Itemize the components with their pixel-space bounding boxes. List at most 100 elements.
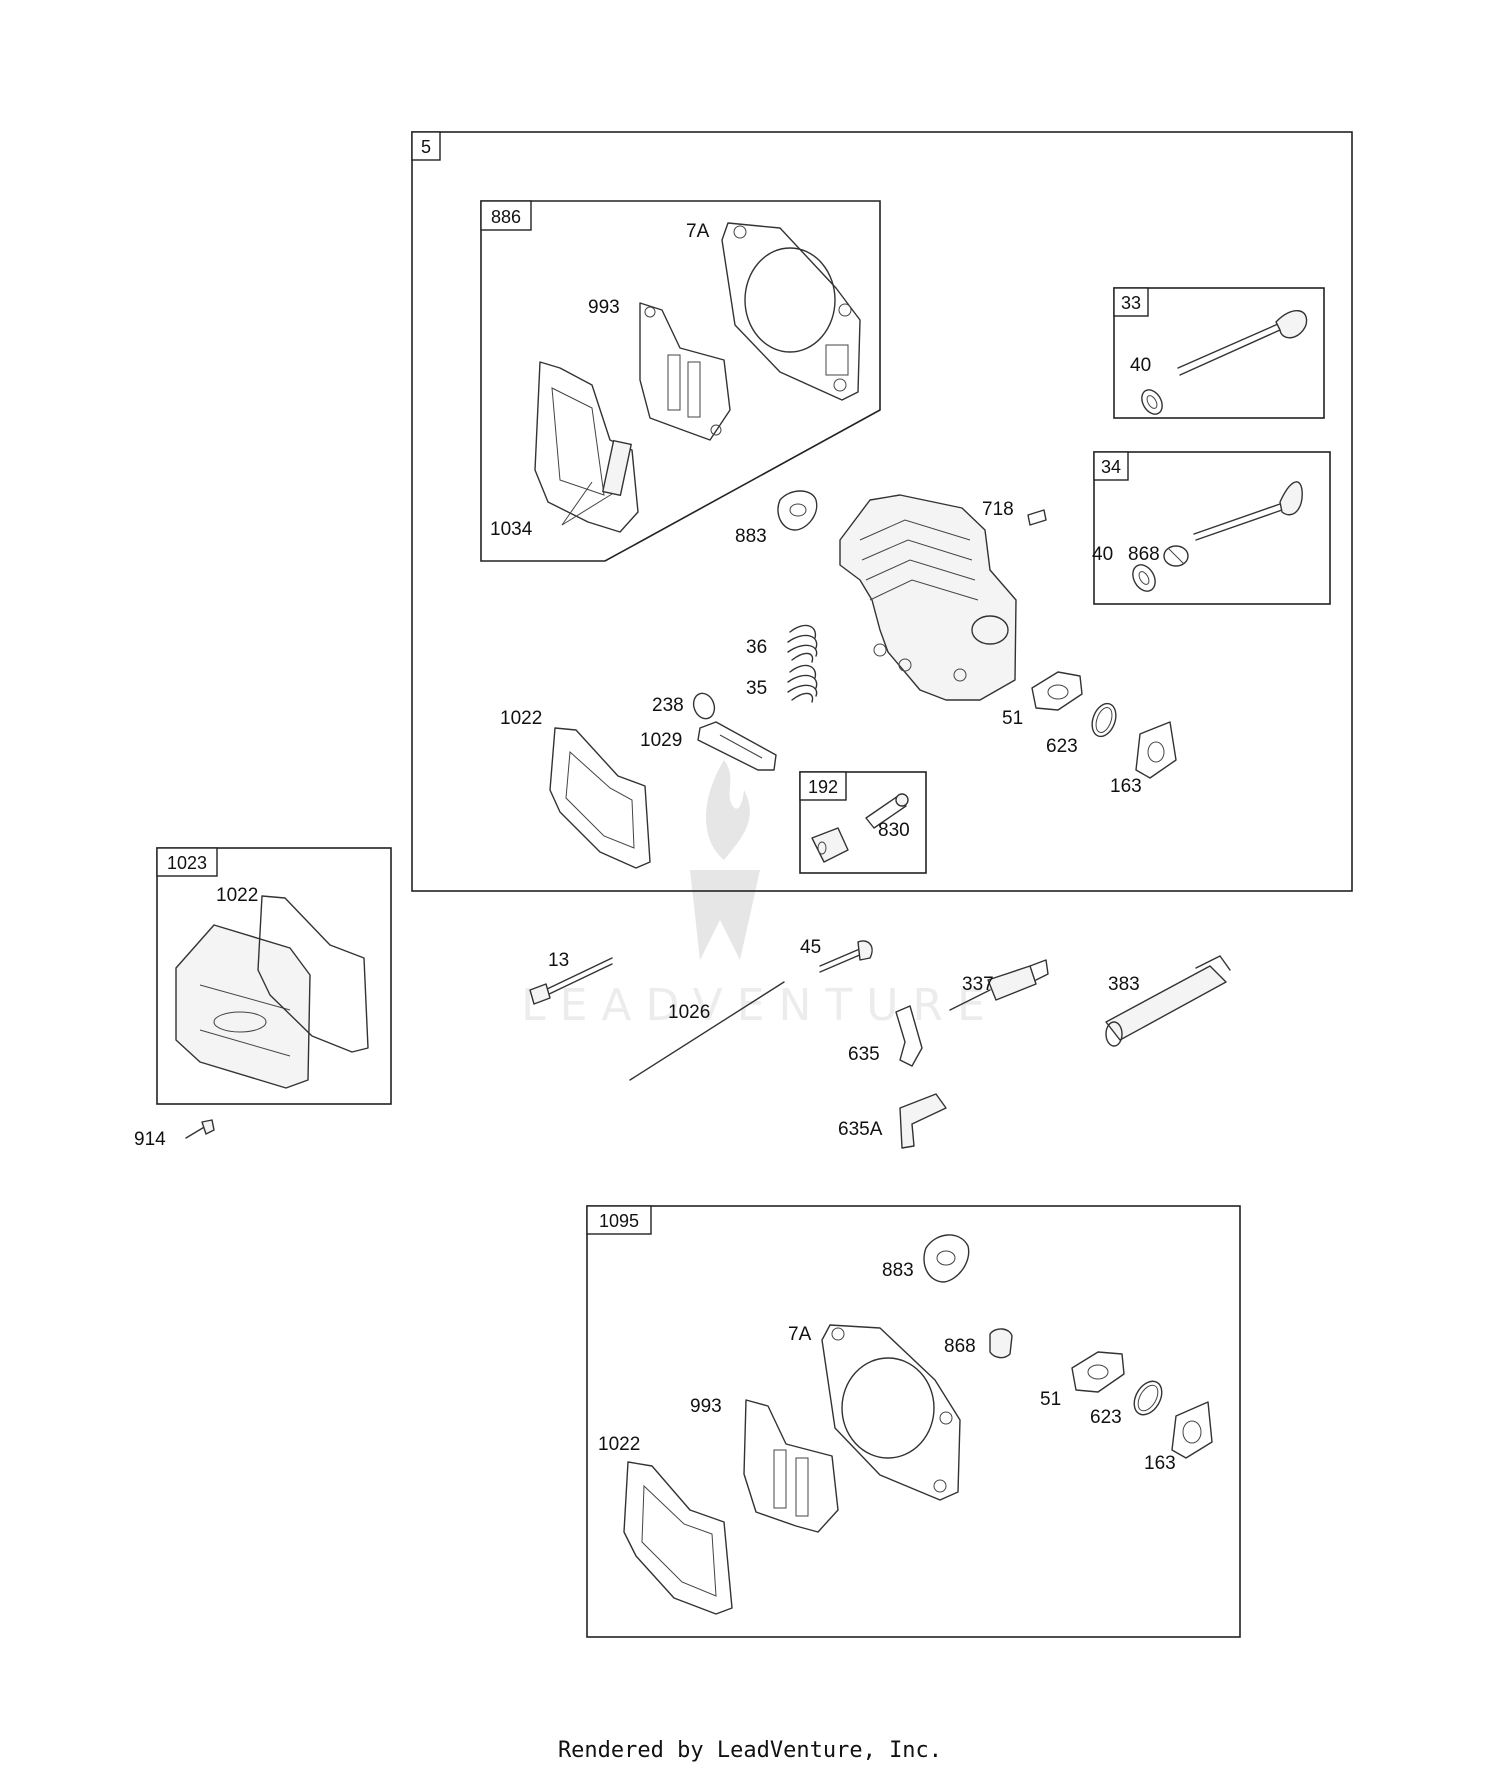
- label-7a-kit[interactable]: 7A: [788, 1324, 812, 1345]
- label-993[interactable]: 993: [588, 297, 620, 318]
- label-635[interactable]: 635: [848, 1044, 880, 1065]
- label-163-kit[interactable]: 163: [1144, 1453, 1176, 1474]
- label-35[interactable]: 35: [746, 678, 767, 699]
- label-883-kit[interactable]: 883: [882, 1260, 914, 1281]
- label-993-kit[interactable]: 993: [690, 1396, 722, 1417]
- rocker-arm-1029[interactable]: [697, 721, 777, 771]
- breather-valve-830[interactable]: [865, 793, 909, 829]
- label-1026[interactable]: 1026: [668, 1002, 710, 1023]
- intake-gasket-993[interactable]: [639, 302, 731, 441]
- label-238[interactable]: 238: [652, 695, 684, 716]
- label-1034[interactable]: 1034: [490, 519, 533, 540]
- exhaust-gasket-883-kit[interactable]: [923, 1234, 970, 1283]
- valve-seal-868-kit[interactable]: [989, 1328, 1013, 1359]
- exhaust-ring-623-kit[interactable]: [1129, 1376, 1168, 1419]
- assembly-5-number[interactable]: 5: [421, 137, 431, 157]
- label-623-kit[interactable]: 623: [1090, 1407, 1122, 1428]
- exhaust-flange-gasket-163-upper[interactable]: [1135, 721, 1177, 779]
- assembly-33-number[interactable]: 33: [1121, 293, 1141, 313]
- assembly-192-frame: [799, 771, 927, 874]
- exhaust-gasket-51-kit[interactable]: [1071, 1351, 1125, 1393]
- label-7a[interactable]: 7A: [686, 221, 710, 242]
- label-45[interactable]: 45: [800, 937, 821, 958]
- head-bolt-13[interactable]: [529, 957, 613, 1005]
- exhaust-ring-623-upper[interactable]: [1088, 700, 1120, 739]
- spark-plug-337[interactable]: [949, 959, 1049, 1011]
- assembly-192-tag: [799, 771, 847, 801]
- cylinder-head-gasket-7a[interactable]: [721, 222, 861, 401]
- label-40-lower[interactable]: 40: [1092, 544, 1113, 565]
- label-718[interactable]: 718: [982, 499, 1014, 520]
- rocker-stud-45[interactable]: [819, 940, 873, 973]
- cylinder-head[interactable]: [839, 494, 1017, 701]
- assembly-1023-frame: [156, 847, 392, 1105]
- valve-keeper-40-upper[interactable]: [1138, 386, 1167, 418]
- pushrod-guide-718[interactable]: [1027, 509, 1047, 526]
- exhaust-gasket-51-upper[interactable]: [1031, 671, 1083, 711]
- label-623-upper[interactable]: 623: [1046, 736, 1078, 757]
- label-383[interactable]: 383: [1108, 974, 1140, 995]
- label-337[interactable]: 337: [962, 974, 994, 995]
- retainer-238[interactable]: [690, 690, 718, 721]
- assembly-34-tag: [1093, 451, 1129, 481]
- assembly-192-number[interactable]: 192: [808, 777, 838, 797]
- valve-keeper-40-lower[interactable]: [1128, 561, 1159, 595]
- intake-gasket-993-kit[interactable]: [743, 1399, 839, 1533]
- assembly-33-frame: [1113, 287, 1325, 419]
- label-13[interactable]: 13: [548, 950, 569, 971]
- watermark-flame-icon: [706, 760, 750, 860]
- assembly-1023-number[interactable]: 1023: [167, 853, 207, 873]
- watermark-text: LEADVENTURE: [521, 980, 999, 1031]
- assembly-34-number[interactable]: 34: [1101, 457, 1121, 477]
- assembly-34-box: 34: [1093, 451, 1331, 605]
- label-1022-kit[interactable]: 1022: [216, 885, 258, 906]
- assembly-192-box: 192: [799, 771, 927, 874]
- label-51-kit[interactable]: 51: [1040, 1389, 1061, 1410]
- label-635a[interactable]: 635A: [838, 1119, 883, 1140]
- assembly-1023-tag: [156, 847, 218, 877]
- exhaust-flange-gasket-163-kit[interactable]: [1171, 1401, 1213, 1459]
- assembly-33-box: 33: [1113, 287, 1325, 419]
- breather-sleeve-192[interactable]: [811, 827, 849, 863]
- assembly-33-tag: [1113, 287, 1149, 317]
- exhaust-gasket-883-upper[interactable]: [777, 490, 818, 531]
- spark-plug-wrench-383[interactable]: [1105, 955, 1231, 1047]
- valve-seal-868-upper[interactable]: [1163, 545, 1189, 567]
- valve-cover-screw-914[interactable]: [185, 1119, 215, 1139]
- assembly-5-frame: [411, 131, 1353, 892]
- label-830[interactable]: 830: [878, 820, 910, 841]
- assembly-886-number[interactable]: 886: [491, 207, 521, 227]
- assembly-886-tag: [480, 200, 532, 231]
- label-883-upper[interactable]: 883: [735, 526, 767, 547]
- assembly-1095-tag: [586, 1205, 652, 1235]
- label-868-upper[interactable]: 868: [1128, 544, 1160, 565]
- valve-cover-gasket-1022-upper[interactable]: [549, 727, 651, 869]
- valve-spring-35[interactable]: [787, 664, 818, 703]
- valve-cover-1023[interactable]: [175, 924, 311, 1089]
- valve-cover-gasket-1022-kit-b[interactable]: [623, 1461, 733, 1615]
- label-36[interactable]: 36: [746, 637, 767, 658]
- assembly-1095-box: 1095: [586, 1205, 1241, 1638]
- label-914[interactable]: 914: [134, 1129, 166, 1150]
- label-1029[interactable]: 1029: [640, 730, 682, 751]
- cylinder-head-gasket-7a-kit[interactable]: [821, 1324, 961, 1501]
- spark-plug-boot-635a[interactable]: [899, 1093, 947, 1149]
- assembly-34-frame: [1093, 451, 1331, 605]
- render-credit: Rendered by LeadVenture, Inc.: [557, 1738, 943, 1763]
- valve-spring-36[interactable]: [787, 624, 818, 663]
- valve-cover-gasket-1034[interactable]: [534, 361, 639, 533]
- spark-plug-terminal-635[interactable]: [895, 1005, 923, 1067]
- valve-cover-gasket-1022-kit[interactable]: [257, 895, 369, 1053]
- label-868-kit[interactable]: 868: [944, 1336, 976, 1357]
- pushrod-1026[interactable]: [629, 981, 785, 1081]
- label-1022-upper[interactable]: 1022: [500, 708, 542, 729]
- label-51-upper[interactable]: 51: [1002, 708, 1023, 729]
- label-40-upper[interactable]: 40: [1130, 355, 1151, 376]
- label-163-upper[interactable]: 163: [1110, 776, 1142, 797]
- intake-valve-33[interactable]: [1177, 310, 1308, 376]
- assembly-1095-number[interactable]: 1095: [599, 1211, 639, 1231]
- exhaust-valve-34[interactable]: [1193, 481, 1303, 541]
- label-1022-kit-b[interactable]: 1022: [598, 1434, 640, 1455]
